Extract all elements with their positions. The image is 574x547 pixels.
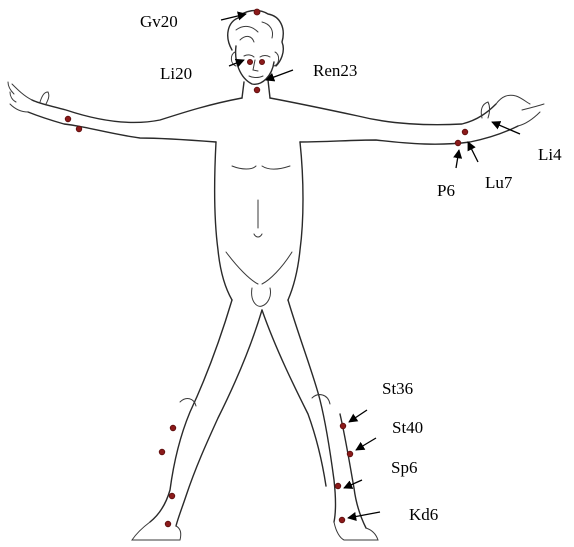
point-lu7-left xyxy=(65,116,71,122)
point-st40-right xyxy=(347,451,353,457)
body-outline xyxy=(8,11,544,540)
arrow-lu7 xyxy=(468,142,478,162)
label-st36: St36 xyxy=(382,379,413,398)
point-ren23 xyxy=(254,87,260,93)
label-lu7: Lu7 xyxy=(485,173,513,192)
arrow-st40 xyxy=(356,438,376,450)
point-sp6-left xyxy=(169,493,175,499)
point-kd6-left xyxy=(165,521,171,527)
label-kd6: Kd6 xyxy=(409,505,438,524)
point-gv20 xyxy=(254,9,260,15)
label-gv20: Gv20 xyxy=(140,12,178,31)
label-st40: St40 xyxy=(392,418,423,437)
point-st40-left xyxy=(159,449,165,455)
arrow-p6 xyxy=(456,150,459,168)
arrow-gv20 xyxy=(221,14,246,20)
label-p6: P6 xyxy=(437,181,455,200)
point-p6-right xyxy=(455,140,461,146)
point-st36-left xyxy=(170,425,176,431)
label-li4: Li4 xyxy=(538,145,562,164)
point-li20-left xyxy=(247,59,252,64)
point-li20-right xyxy=(259,59,264,64)
label-ren23: Ren23 xyxy=(313,61,357,80)
point-sp6-right xyxy=(335,483,341,489)
point-st36-right xyxy=(340,423,346,429)
point-lu7-right xyxy=(462,129,468,135)
arrow-kd6 xyxy=(348,512,380,518)
arrow-st36 xyxy=(349,410,367,422)
arrow-li4 xyxy=(492,122,520,134)
point-kd6-right xyxy=(339,517,345,523)
label-li20: Li20 xyxy=(160,64,192,83)
acupoints xyxy=(65,9,468,527)
label-sp6: Sp6 xyxy=(391,458,417,477)
point-labels: Gv20 Li20 Ren23 Li4 Lu7 P6 St36 St40 Sp6… xyxy=(140,12,562,524)
point-p6-left xyxy=(76,126,82,132)
pointer-arrows xyxy=(221,14,520,518)
